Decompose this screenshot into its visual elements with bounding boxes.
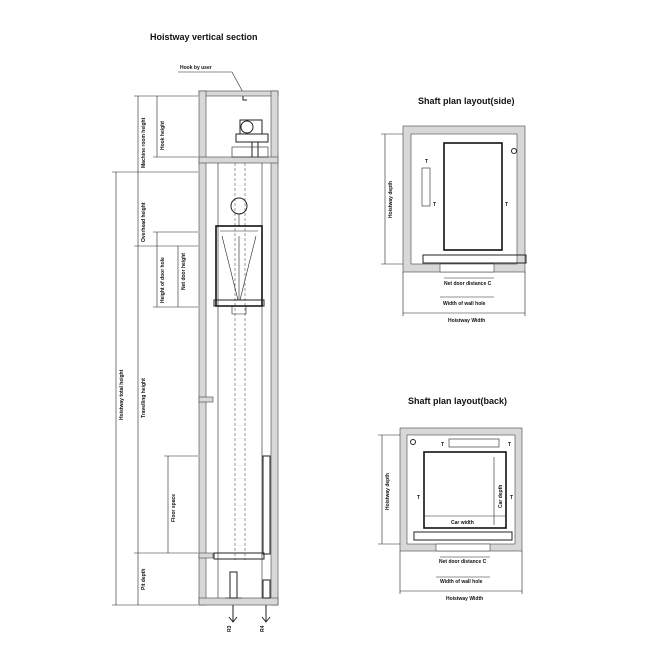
- left-shaft-wall: [198, 90, 207, 606]
- r3-arrow: [228, 605, 238, 623]
- plan-side-hoistway-width-label: Hoistway Width: [448, 318, 485, 324]
- plan-back-car: [423, 451, 507, 529]
- height-of-door-hole-label: Height of door hole: [160, 257, 166, 303]
- car-top-sheave-icon: [230, 197, 248, 215]
- plan-back-rail-mark-3: T: [417, 495, 420, 501]
- overhead-height-label: Overhead height: [141, 202, 147, 242]
- pit-floor: [198, 597, 279, 606]
- shaft-plan-back: Shaft plan layout(back) T T T T Car dept…: [378, 396, 523, 602]
- landing-slab-pit: [198, 552, 214, 559]
- plan-side-counterweight: [421, 167, 431, 207]
- plan-back-wall-hole-label: Width of wall hole: [440, 579, 483, 585]
- car-bottom-position: [213, 552, 265, 560]
- traction-machine-icon: [231, 119, 269, 158]
- plan-side-title: Shaft plan layout(side): [418, 96, 515, 106]
- r4-label: R4: [260, 625, 266, 632]
- net-door-height-label: Net door height: [181, 253, 187, 290]
- plan-side-hoistway-depth-label: Hoistway depth: [388, 181, 394, 218]
- plan-back-hoistway-depth-label: Hoistway depth: [385, 473, 391, 510]
- plan-back-shaft-interior: [406, 434, 516, 545]
- plan-back-rail-mark-2: T: [508, 442, 511, 448]
- plan-back-title: Shaft plan layout(back): [408, 396, 507, 406]
- plan-back-net-door-label: Net door distance C: [439, 559, 487, 565]
- plan-back-rail-mark-1: T: [441, 442, 444, 448]
- r4-arrow: [261, 605, 271, 623]
- plan-side-wall-hole-label: Width of wall hole: [443, 301, 486, 307]
- plan-side-car: [443, 142, 503, 251]
- hook-leader-line: [178, 71, 246, 97]
- elevator-car: [213, 225, 265, 315]
- machine-room-height-label: Machine room height: [141, 117, 147, 168]
- counterweight: [262, 455, 271, 555]
- plan-back-car-depth-label: Car depth: [498, 485, 504, 508]
- plan-back-car-width-label: Car width: [451, 520, 474, 526]
- plan-back-hook-icon: [410, 439, 416, 445]
- hoistway-vertical-section: Hoistway vertical section Hook by user: [112, 32, 279, 632]
- hoistway-total-height-label: Hoistway total height: [119, 369, 125, 420]
- dimension-lines: [112, 95, 198, 606]
- plan-side-net-door-label: Net door distance C: [444, 281, 492, 287]
- plan-side-rail-mark-2: T: [433, 202, 436, 208]
- machine-room-roof: [198, 90, 279, 97]
- car-buffer-icon: [225, 571, 242, 599]
- machine-room-floor: [198, 156, 279, 164]
- pit-depth-label: Pit depth: [141, 569, 147, 590]
- shaft-plan-side: Shaft plan layout(side) T T T Net door d…: [381, 96, 527, 324]
- plan-side-door-sill: [422, 254, 527, 264]
- landing-slab-top: [198, 396, 214, 403]
- section-title: Hoistway vertical section: [150, 32, 258, 42]
- r3-label: R3: [227, 625, 233, 632]
- plan-back-counterweight: [448, 438, 500, 448]
- right-shaft-wall: [270, 90, 279, 606]
- plan-side-shaft-interior: [410, 133, 518, 265]
- plan-side-rail-mark-3: T: [505, 202, 508, 208]
- plan-back-wall-hole: [435, 543, 491, 552]
- plan-side-rail-mark-1: T: [425, 159, 428, 165]
- hook-height-label: Hook height: [160, 121, 166, 150]
- plan-back-rail-mark-4: T: [510, 495, 513, 501]
- floor-space-label: Floor space: [171, 494, 177, 522]
- plan-back-door-sill: [413, 531, 513, 541]
- plan-back-hoistway-width-label: Hoistway Width: [446, 596, 483, 602]
- plan-side-hook-icon: [511, 148, 517, 154]
- hook-label: Hook by user: [180, 65, 212, 71]
- plan-side-wall-hole: [439, 263, 495, 273]
- travelling-height-label: Travelling height: [141, 378, 147, 418]
- counterweight-buffer-icon: [262, 579, 271, 599]
